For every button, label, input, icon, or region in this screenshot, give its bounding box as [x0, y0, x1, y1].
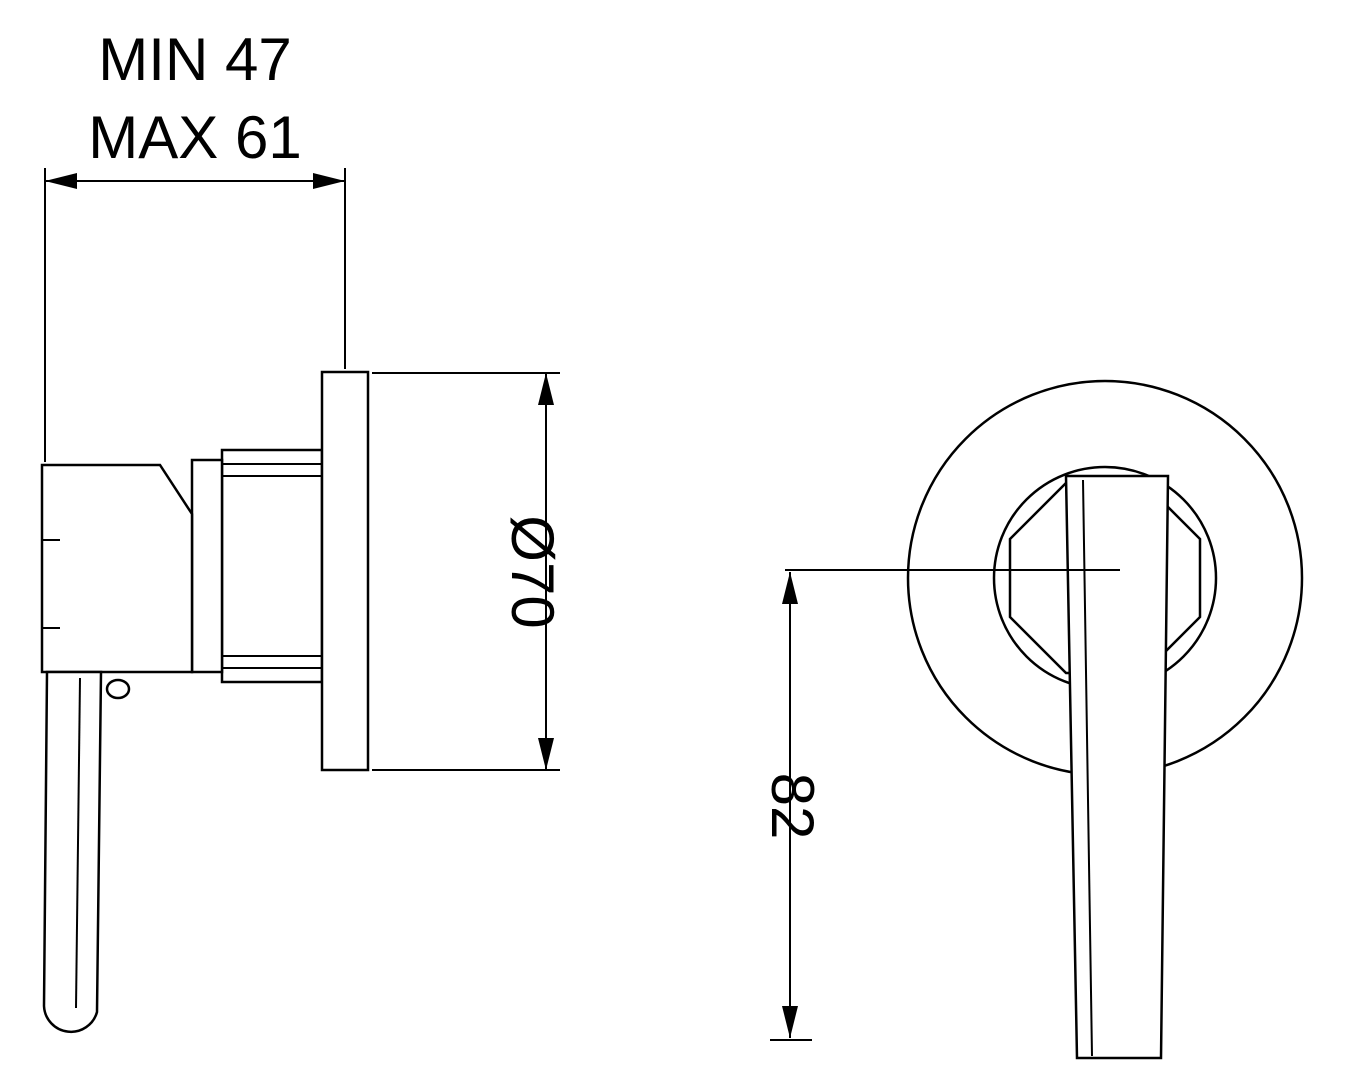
- arrowhead-down: [782, 1006, 798, 1038]
- cartridge-housing: [220, 448, 324, 684]
- faceplate-side: [320, 370, 370, 772]
- lever-handle-side: [42, 670, 103, 1034]
- arrowhead-right: [313, 173, 345, 189]
- side-view: [40, 370, 370, 1034]
- lever-contour-line: [75, 677, 81, 1009]
- pivot-pin: [105, 678, 131, 700]
- arrowhead-up: [782, 572, 798, 604]
- dimension-label-handle-length: 82: [759, 773, 826, 840]
- lever-handle-front: [1064, 474, 1170, 1060]
- dimension-depth: MIN 47 MAX 61: [44, 26, 346, 462]
- valve-body: [40, 463, 194, 674]
- dimension-label-depth-min: MIN 47: [98, 26, 291, 93]
- lever-edge-line: [1082, 479, 1093, 1057]
- arrowhead-down: [538, 738, 554, 770]
- cartridge-neck: [190, 458, 224, 674]
- dimension-label-diameter: Ø70: [499, 515, 566, 628]
- arrowhead-up: [538, 373, 554, 405]
- arrowhead-left: [45, 173, 77, 189]
- front-view: [785, 379, 1304, 1060]
- dimension-handle-length: 82: [759, 572, 826, 1041]
- dimension-diameter: Ø70: [372, 372, 566, 771]
- dimension-label-depth-max: MAX 61: [88, 104, 301, 171]
